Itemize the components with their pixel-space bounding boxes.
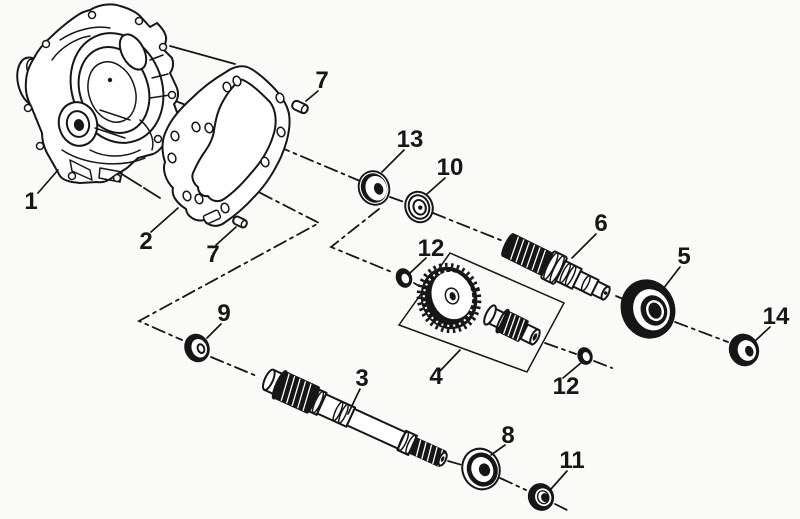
callout-leader-7 xyxy=(305,90,319,102)
seal-14 xyxy=(728,333,760,367)
dowel-pin-bottom xyxy=(232,215,248,229)
callout-label-9: 9 xyxy=(217,300,230,327)
gear-group-box xyxy=(397,252,566,373)
gasket-bolt-holes xyxy=(167,75,286,214)
callout-label-4: 4 xyxy=(429,363,443,390)
cover-outline xyxy=(24,3,179,184)
callout-label-7: 7 xyxy=(206,241,219,268)
callout-label-3: 3 xyxy=(355,365,368,392)
cover-bolt-holes xyxy=(23,10,177,183)
gasket-outline xyxy=(161,65,291,227)
callout-label-1: 1 xyxy=(24,188,37,215)
cover-bearing-boss xyxy=(57,101,99,147)
callout-leader-4 xyxy=(439,349,461,372)
bearing-8 xyxy=(461,447,501,491)
washer-12-left xyxy=(395,268,413,288)
callout-label-11: 11 xyxy=(559,447,584,474)
callout-leader-7 xyxy=(215,226,237,246)
callout-label-10: 10 xyxy=(437,154,464,181)
gasket-inner-edge xyxy=(191,78,277,203)
callout-label-14: 14 xyxy=(763,303,790,330)
drive-shaft-6 xyxy=(501,233,611,301)
callout-label-5: 5 xyxy=(677,243,690,270)
callout-label-12: 12 xyxy=(418,235,445,262)
final-shaft-3 xyxy=(261,368,448,467)
bearing-10 xyxy=(404,190,434,224)
bearing-5 xyxy=(620,279,676,339)
cover-ribs xyxy=(51,26,171,183)
pinion-shaft xyxy=(483,304,541,346)
callout-leader-13 xyxy=(381,149,405,173)
callout-label-6: 6 xyxy=(594,210,607,237)
seal-11 xyxy=(527,483,555,511)
callout-leader-2 xyxy=(150,207,179,233)
dowel-pin-top xyxy=(291,99,309,115)
callout-leader-5 xyxy=(662,266,681,290)
callout-leader-10 xyxy=(426,177,446,195)
oil-seal-13 xyxy=(357,170,391,206)
callout-label-12: 12 xyxy=(553,373,580,400)
callout-label-13: 13 xyxy=(397,126,424,153)
callout-leader-9 xyxy=(206,323,222,339)
callout-label-2: 2 xyxy=(139,228,152,255)
callout-label-7: 7 xyxy=(315,67,328,94)
callout-leader-8 xyxy=(490,444,506,456)
callout-leader-3 xyxy=(347,388,361,415)
seal-9 xyxy=(184,333,210,363)
callout-leader-14 xyxy=(754,326,771,342)
final-gear-4 xyxy=(416,262,541,346)
callout-leader-6 xyxy=(571,233,597,259)
crankcase-cover xyxy=(16,3,179,184)
washer-12-right xyxy=(577,347,593,365)
callout-leader-11 xyxy=(550,470,568,490)
gasket xyxy=(161,65,291,227)
gasket-bottom-tab xyxy=(202,209,222,225)
cover-top-slot xyxy=(118,33,148,71)
spline-hatch xyxy=(509,236,547,274)
callout-label-8: 8 xyxy=(501,422,514,449)
centerlines xyxy=(136,145,729,511)
callout-leader-12 xyxy=(409,257,427,274)
callout-leader-12 xyxy=(562,361,583,379)
callout-leader-1 xyxy=(37,169,59,194)
